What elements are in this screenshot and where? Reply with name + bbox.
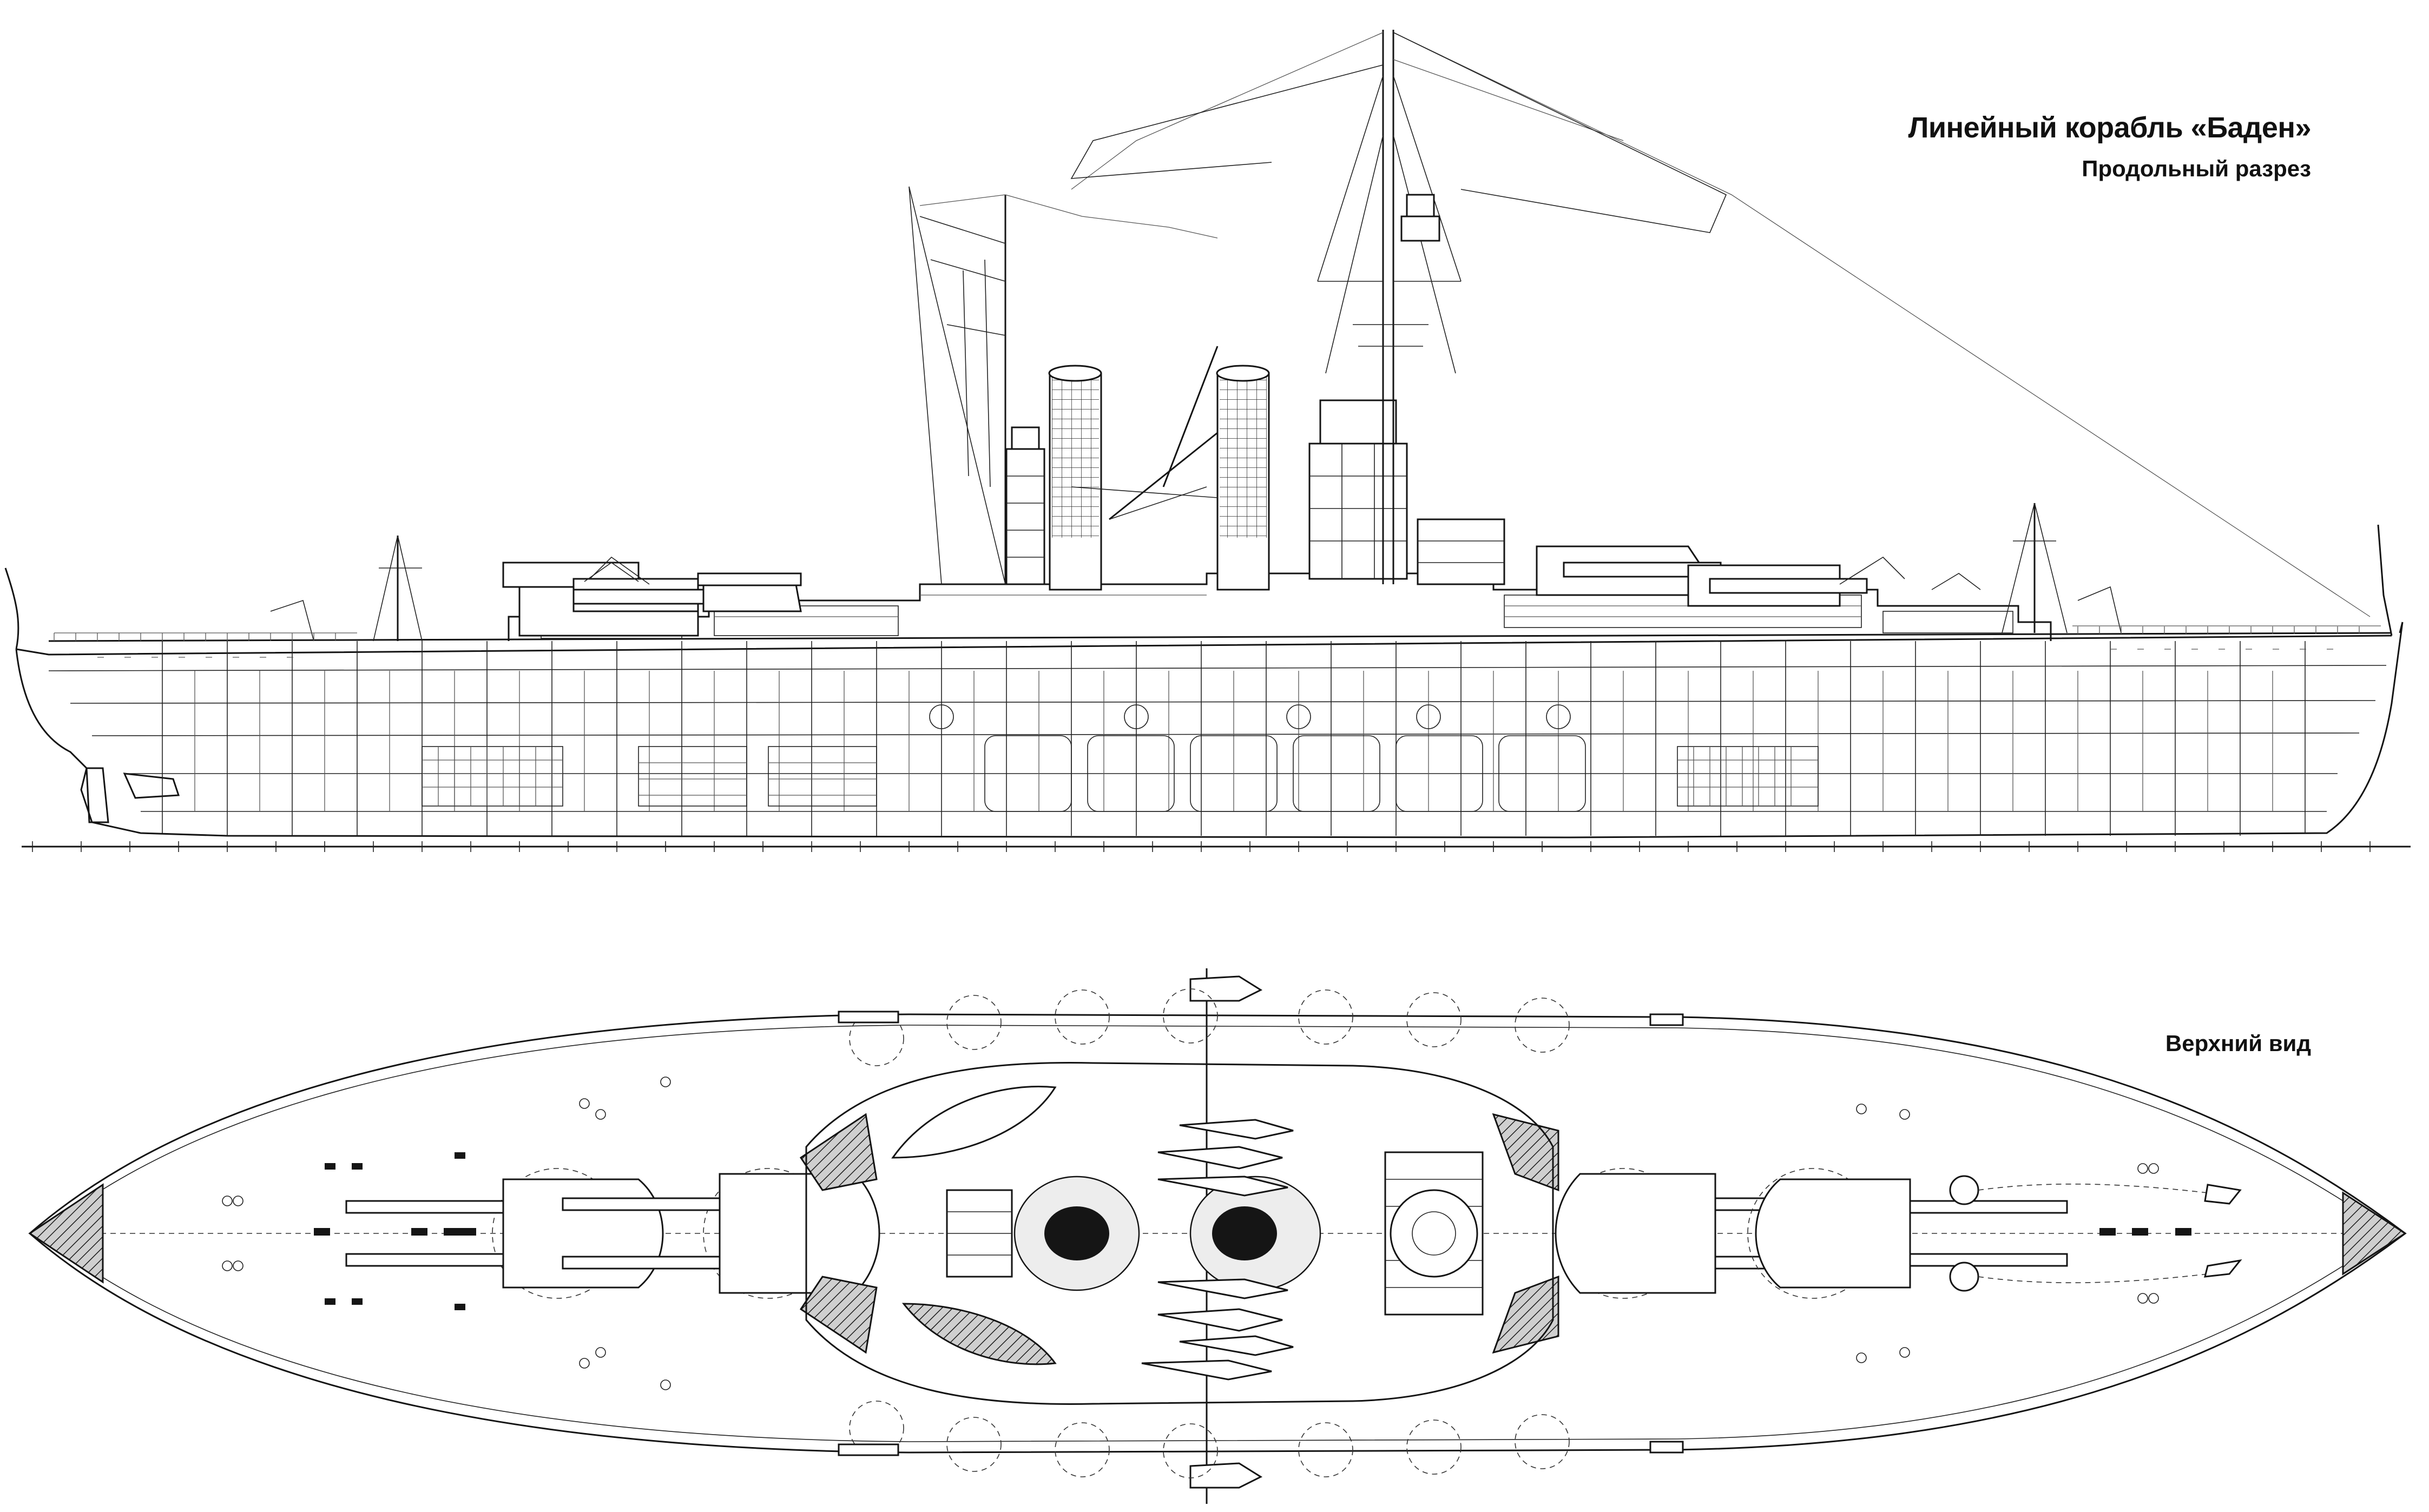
turret-fwd-2 bbox=[1687, 564, 1868, 607]
fwd-funnel bbox=[1216, 365, 1270, 591]
stern-post bbox=[4, 567, 19, 650]
turret-aft-gun-barrels bbox=[572, 589, 705, 605]
hull-outline bbox=[15, 622, 2404, 838]
deck-panel-fwd-port bbox=[1492, 1113, 1559, 1192]
ships-boats bbox=[891, 1086, 1294, 1381]
deck-panel-fwd-stbd bbox=[1492, 1275, 1559, 1354]
secondary-gun-sponsons bbox=[849, 988, 1570, 1478]
aft-funnel bbox=[1048, 365, 1102, 591]
aft-mast bbox=[909, 186, 1006, 585]
top-view-label: Верхний вид bbox=[2165, 1031, 2311, 1056]
top-plan-view bbox=[28, 968, 2407, 1504]
frame-ticks bbox=[32, 841, 2371, 852]
funnel-tops bbox=[1013, 1176, 1321, 1291]
turret-b-top bbox=[562, 1168, 880, 1299]
deck-fittings bbox=[222, 1077, 2191, 1390]
bow-mast bbox=[2002, 503, 2122, 633]
beam-boats bbox=[1189, 975, 1263, 1489]
bridge-structure bbox=[1308, 399, 1505, 585]
deck-panel-aft-stbd bbox=[799, 1276, 878, 1354]
bow-deck-hatch bbox=[2342, 1191, 2407, 1276]
scuttles bbox=[97, 649, 2333, 658]
propeller-shaft bbox=[123, 772, 180, 799]
profile-section-label: Продольный разрез bbox=[2082, 156, 2311, 181]
side-profile-view bbox=[4, 30, 2411, 852]
accommodation-ladders bbox=[838, 1011, 1684, 1456]
bridge-top bbox=[1384, 1151, 1484, 1316]
turret-d-top bbox=[1747, 1168, 2068, 1299]
stern-deck-hatch bbox=[28, 1183, 104, 1284]
aerial-wires bbox=[919, 32, 2371, 617]
magazine-racks bbox=[422, 746, 1819, 807]
main-mast bbox=[1317, 30, 1462, 584]
stanchions bbox=[54, 625, 2381, 641]
bow-jackstaff bbox=[2377, 524, 2393, 636]
superstructure-outline bbox=[805, 1062, 1554, 1405]
rudder bbox=[85, 767, 109, 823]
boiler-rooms bbox=[929, 704, 1586, 812]
main-deck bbox=[70, 700, 2376, 704]
boat-cranes bbox=[584, 556, 1981, 590]
anchor-gear bbox=[1949, 1175, 2242, 1292]
upper-deck bbox=[48, 632, 2392, 642]
aft-control-position bbox=[1005, 426, 1045, 585]
deck-panel-aft-port bbox=[799, 1113, 878, 1191]
derrick-booms bbox=[1071, 346, 1219, 520]
engine-rooms bbox=[638, 746, 877, 807]
transverse-bulkheads bbox=[162, 641, 2306, 836]
stern-mast bbox=[270, 535, 423, 642]
armour-deck bbox=[91, 732, 2360, 736]
drawing-title: Линейный корабль «Баден» bbox=[1908, 111, 2311, 144]
battery-deck bbox=[48, 665, 2387, 671]
